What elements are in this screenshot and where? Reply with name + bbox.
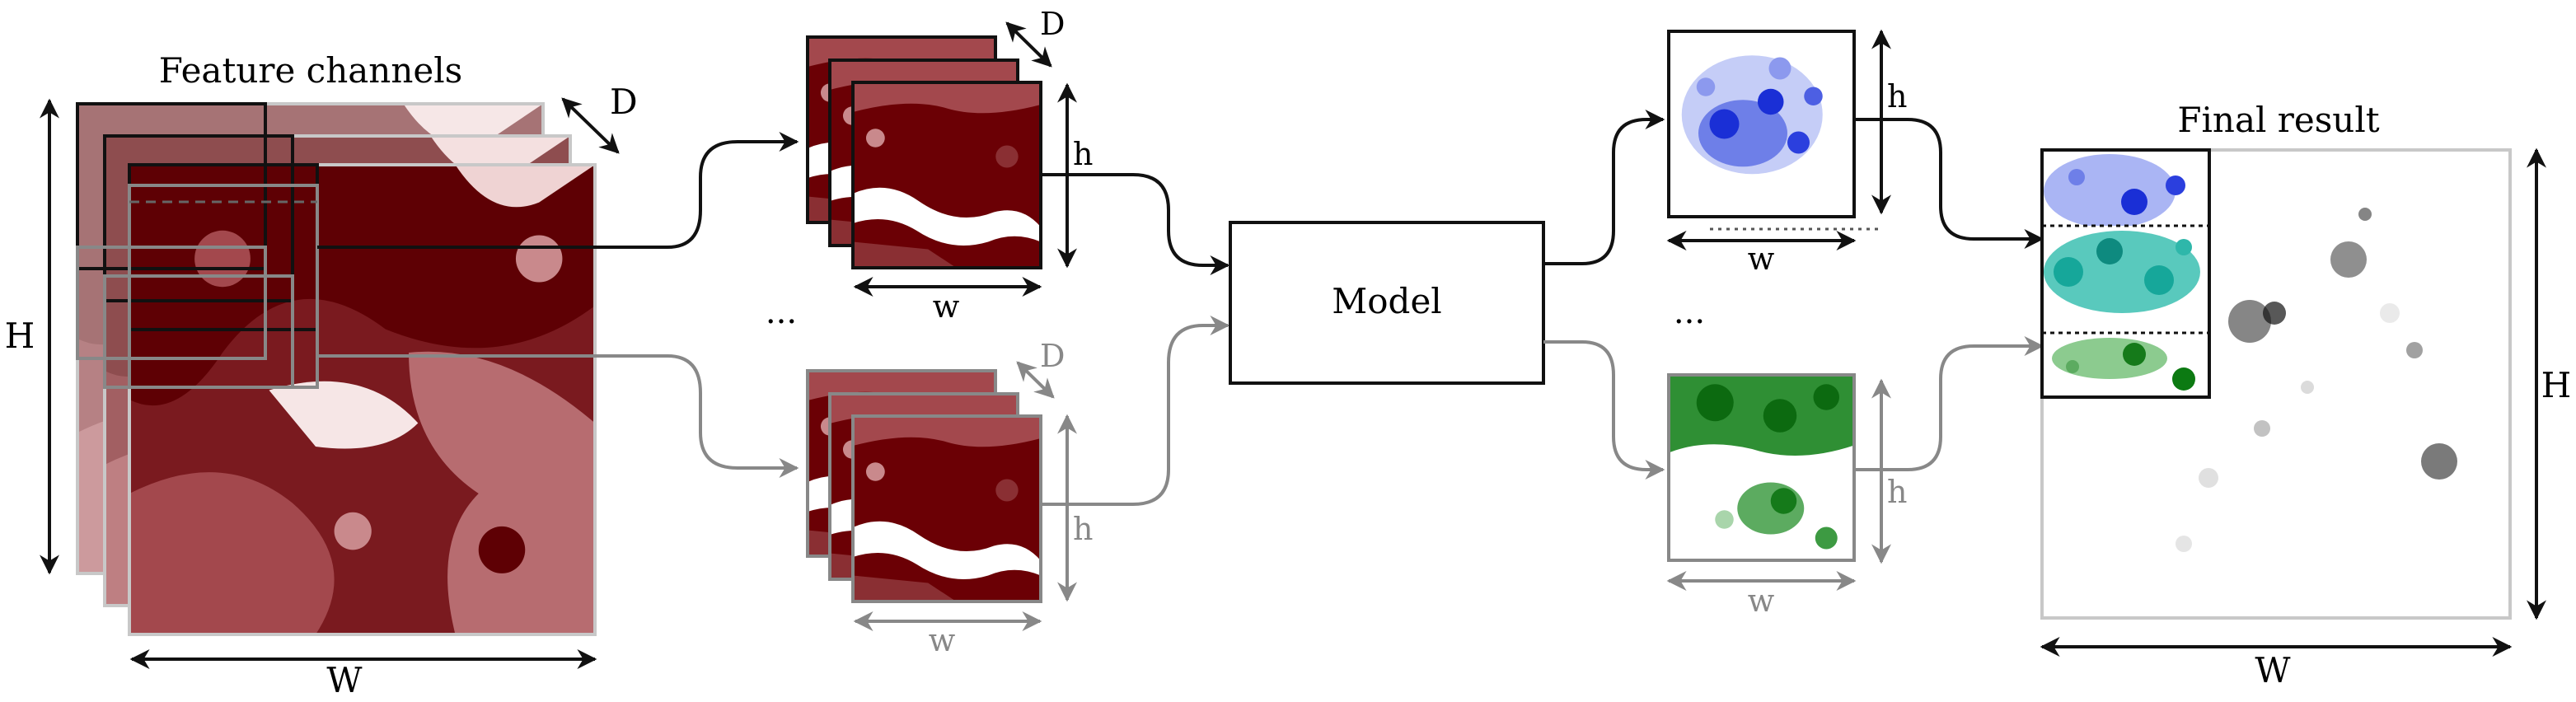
input-height-label: H [5,316,35,356]
top-patch-width-label: w [933,288,960,325]
arrow-top-patches-to-model [1041,173,1230,275]
arrow-model-to-top-prediction [1543,110,1665,265]
top-patch-height-label: h [1073,136,1093,172]
final-result: Final result H W [2040,100,2572,690]
feature-channel-front [128,163,597,636]
top-patch-depth-label: D [1040,6,1065,42]
patch-window-gray [76,184,319,389]
prediction-bottom: h w [1666,373,1907,619]
bottom-patch-depth-arrow [1016,361,1055,399]
input-depth-label: D [610,82,638,122]
arrow-input-to-bottom-patches [317,354,799,478]
input-depth-arrow [561,97,620,154]
ellipsis-left: ... [766,293,797,331]
final-result-heatmap [2176,208,2457,552]
top-patch-depth-arrow [1005,21,1052,68]
final-result-stitched-patch [2040,148,2211,399]
ellipsis-right: ... [1674,293,1705,331]
prediction-top: h w [1666,29,1907,277]
input-width-label: W [326,660,363,700]
top-prediction-width-label: w [1748,241,1775,277]
final-result-title: Final result [2177,100,2379,140]
patch-stack-bottom: D h w [806,338,1093,658]
input-feature-stack: Feature channels D H W [5,50,638,700]
patch-stack-top: D h w [806,6,1093,325]
top-prediction-height-label: h [1887,78,1907,115]
arrow-input-to-top-patches [317,132,799,249]
bottom-prediction-width-label: w [1748,583,1775,619]
arrow-bottom-patches-to-model [1041,316,1230,506]
final-width-label: W [2255,650,2291,690]
arrow-model-to-bottom-prediction [1543,340,1665,480]
model-box: Model [1229,221,1545,385]
arrow-bottom-prediction-to-final [1854,336,2044,471]
model-label: Model [1332,281,1441,321]
bottom-prediction-height-label: h [1887,474,1907,510]
bottom-patch-height-label: h [1073,511,1093,547]
bottom-patch-depth-label: D [1040,338,1065,374]
input-title: Feature channels [159,50,463,91]
final-height-label: H [2541,365,2572,405]
arrow-top-prediction-to-final [1854,118,2044,249]
bottom-patch-width-label: w [929,622,956,658]
